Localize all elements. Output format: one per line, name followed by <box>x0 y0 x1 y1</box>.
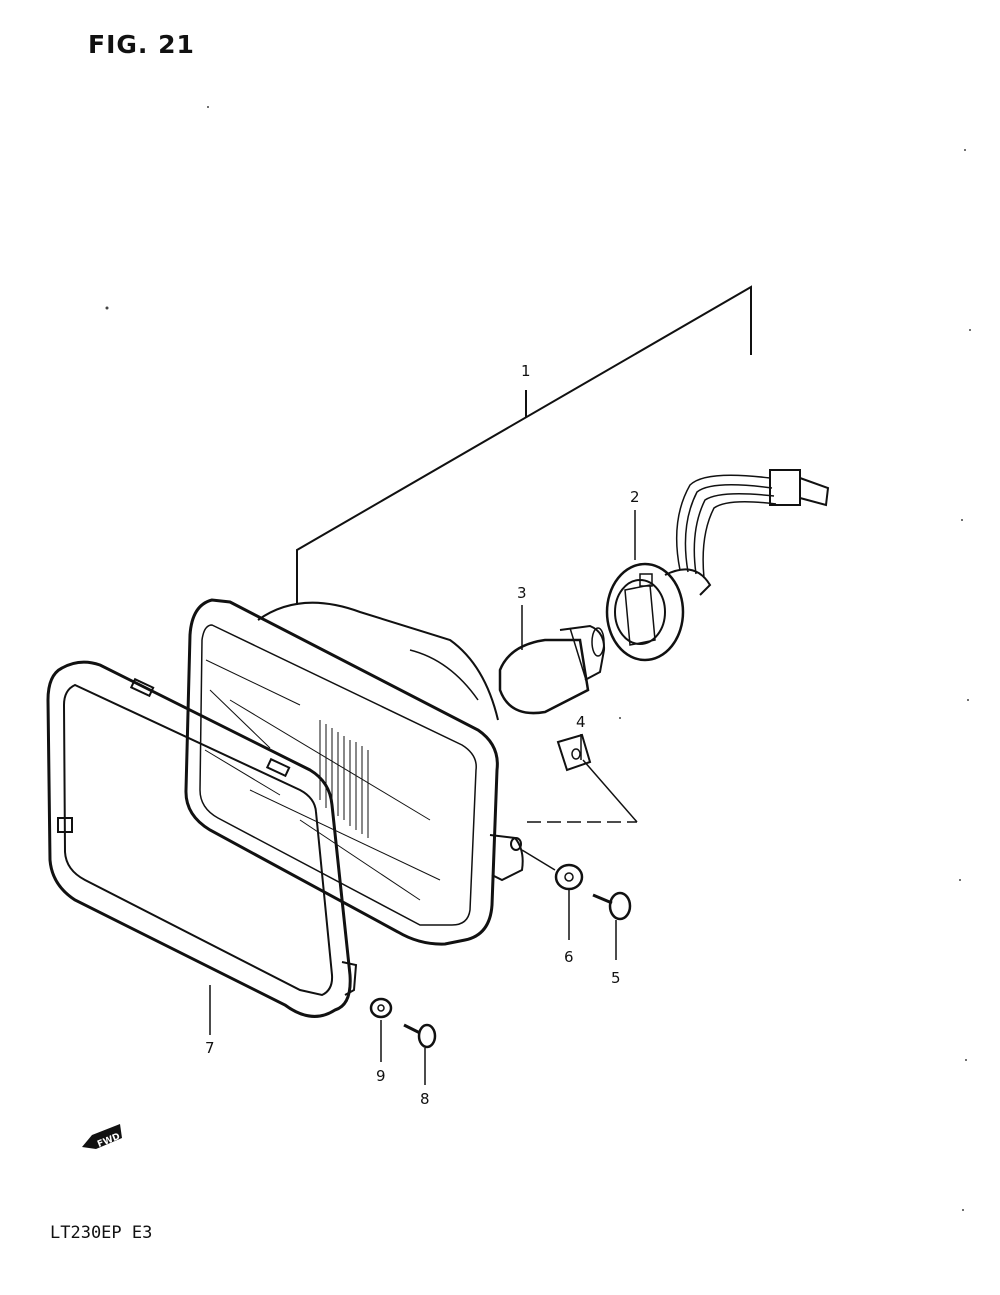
fwd-arrow-icon: FWD <box>82 1124 122 1150</box>
bulb-socket <box>605 469 830 662</box>
callout-4: 4 <box>576 713 586 731</box>
screw-5 <box>592 891 632 921</box>
callout-2: 2 <box>630 488 640 506</box>
washer-6 <box>554 863 584 891</box>
square-nut <box>556 733 592 772</box>
headlight-rim <box>46 660 358 1018</box>
headlight-unit <box>184 598 524 946</box>
leader-lines <box>209 510 638 1085</box>
bulb <box>498 624 606 715</box>
screw-8 <box>403 1023 437 1049</box>
callout-6: 6 <box>564 948 574 966</box>
callout-8: 8 <box>420 1090 430 1108</box>
callout-9: 9 <box>376 1067 386 1085</box>
callout-7: 7 <box>205 1039 215 1057</box>
figure-title: FIG. 21 <box>88 30 195 59</box>
model-code: LT230EP E3 <box>50 1223 153 1243</box>
assembly-bracket <box>296 285 752 605</box>
callout-1: 1 <box>521 362 531 380</box>
callout-3: 3 <box>517 584 527 602</box>
scan-specks <box>105 106 971 1211</box>
callout-5: 5 <box>611 969 621 987</box>
washer-9 <box>369 997 393 1019</box>
